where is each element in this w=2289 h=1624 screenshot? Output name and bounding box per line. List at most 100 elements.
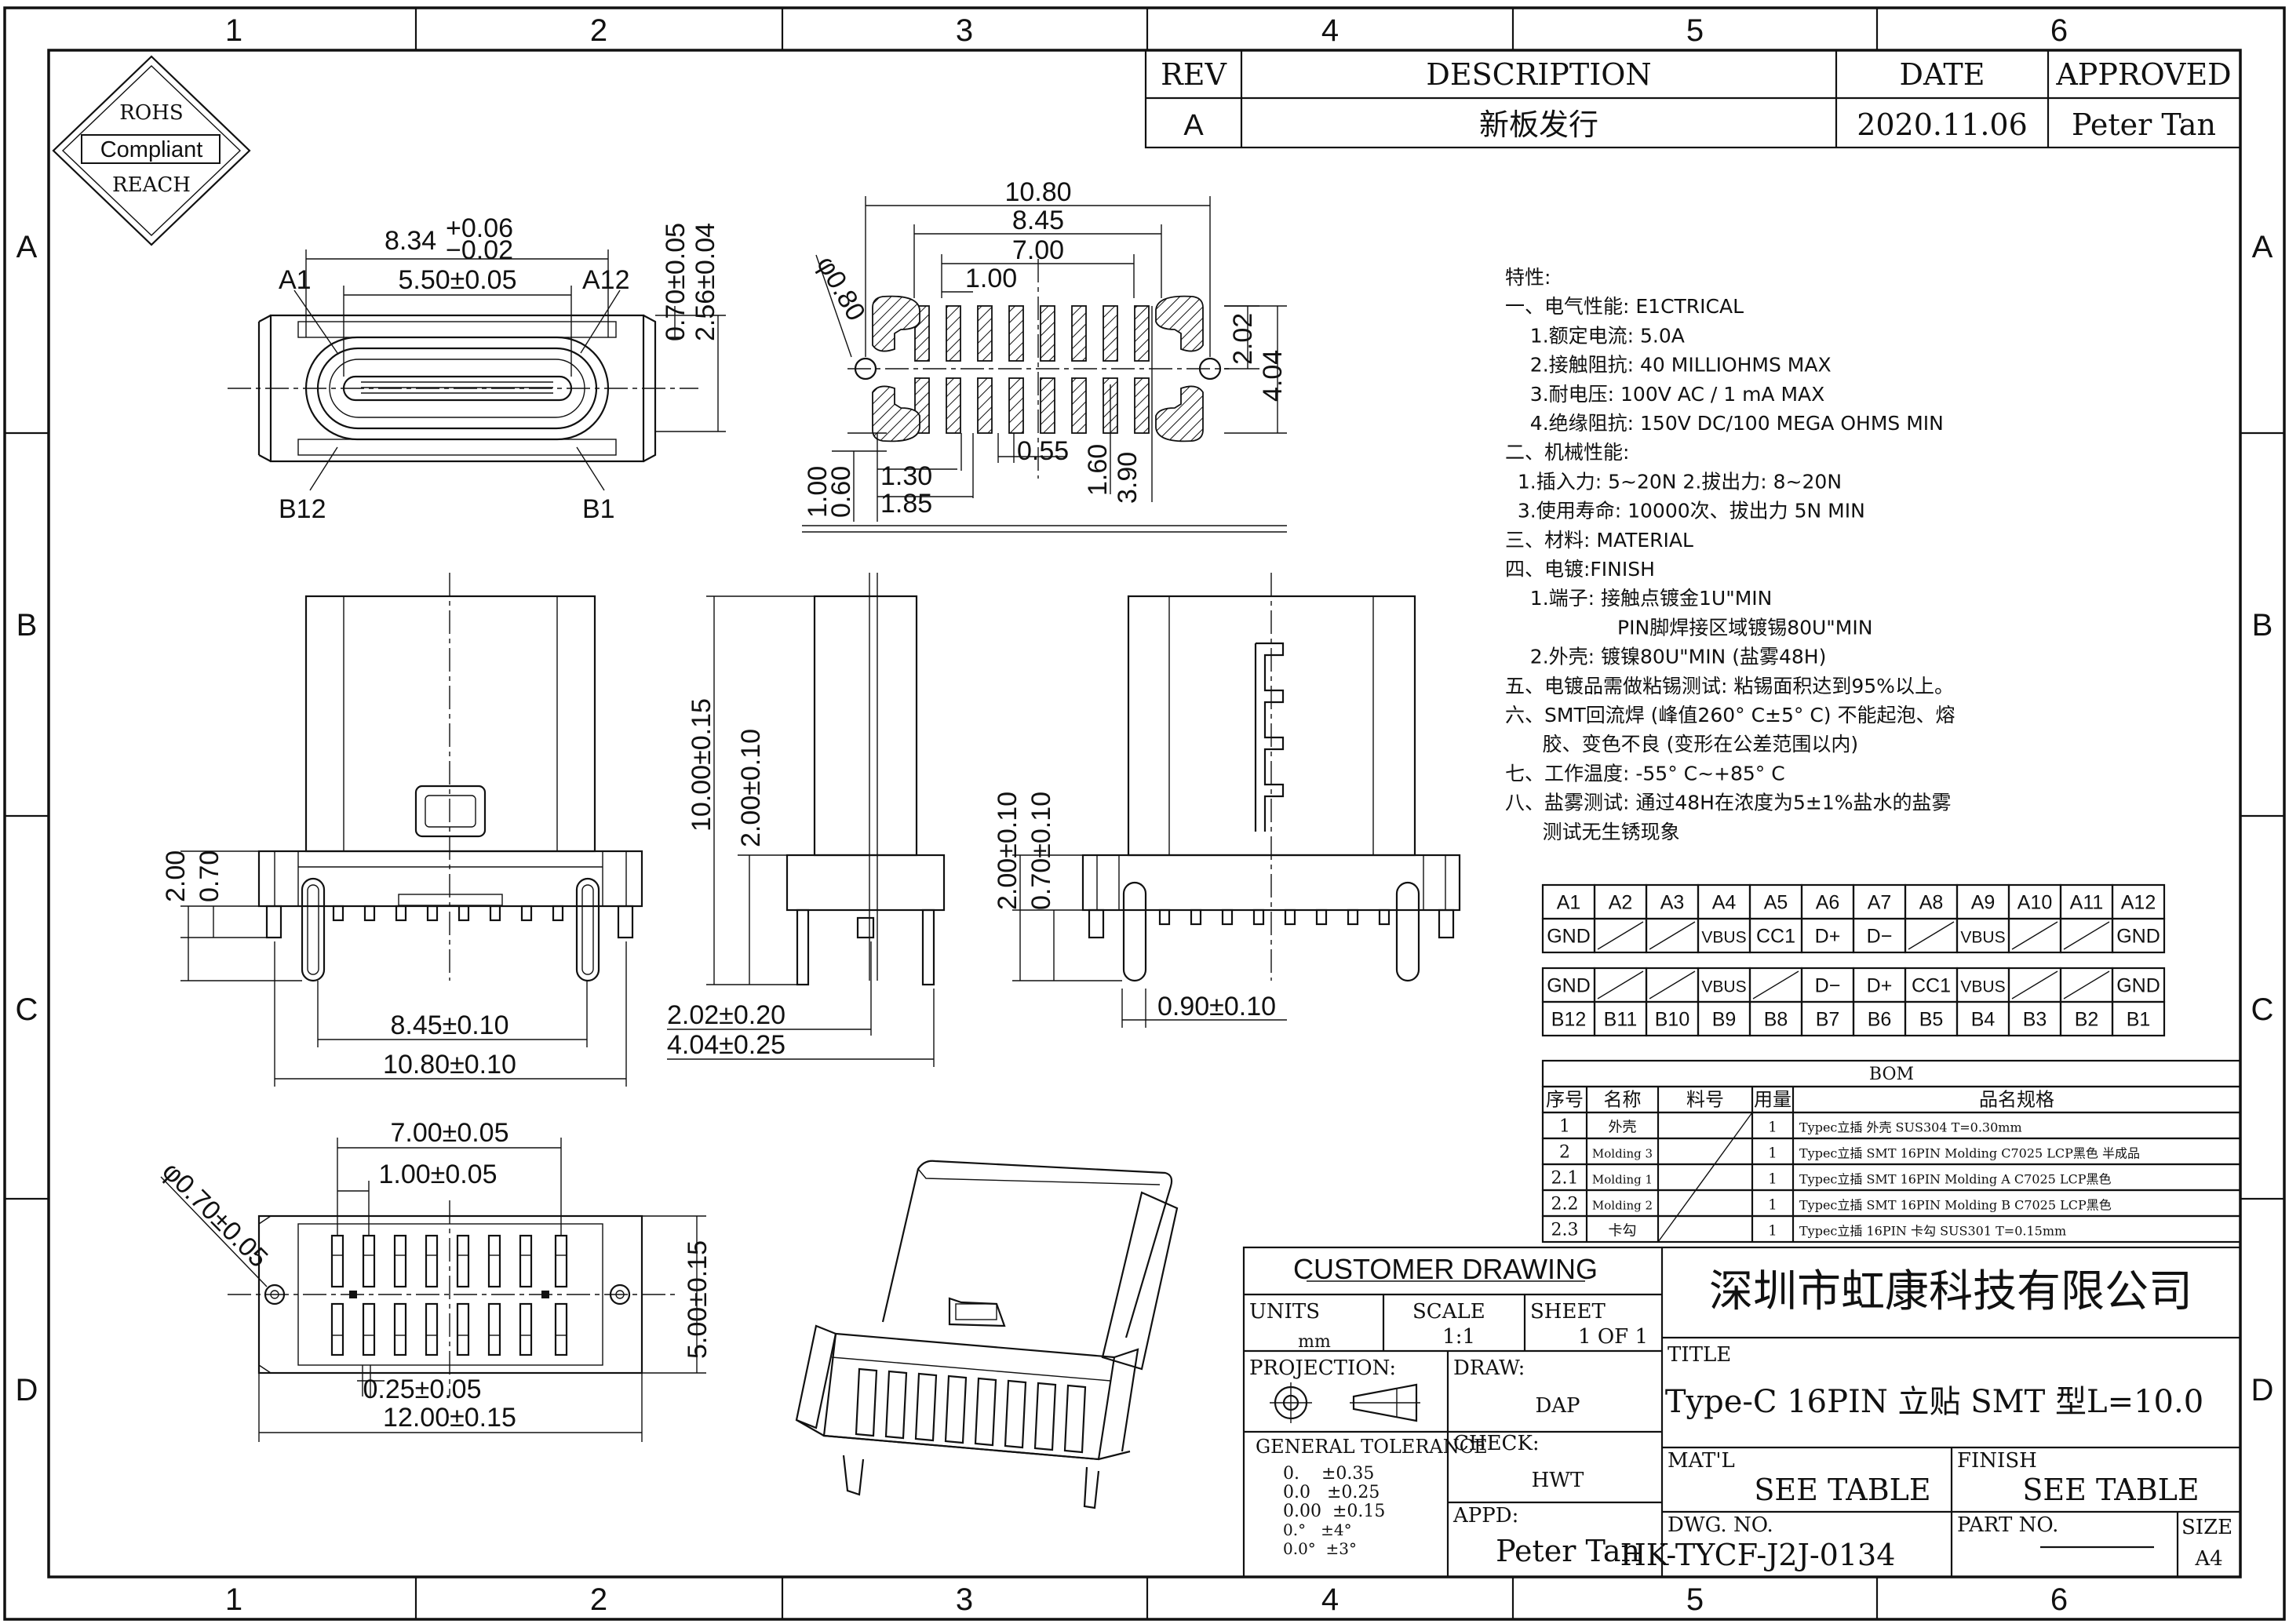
pin-table-value: B10: [1655, 1009, 1689, 1031]
side-view: 10.00±0.15 2.00±0.10 2.02±0.20 4.04±0.25: [667, 573, 946, 1067]
pin-table-value: B7: [1816, 1009, 1840, 1031]
tolerance-line: 0.00 ±0.15: [1283, 1502, 1385, 1521]
bottom-pin-upper: [554, 1234, 568, 1288]
bom-header-cell: 序号: [1546, 1089, 1584, 1111]
isometric-pins: [855, 1367, 1087, 1454]
fp-dim-1-00: 1.00: [965, 264, 1017, 293]
bom-cell: Molding 1: [1592, 1173, 1653, 1187]
front-view-pins: [332, 905, 564, 922]
pin-table-value: A4: [1712, 892, 1737, 914]
bottom-dim-5-00: 5.00±0.15: [683, 1240, 713, 1359]
column-label-top-4: 4: [1321, 13, 1339, 48]
size-value: A4: [2194, 1547, 2222, 1571]
rear-section-view: 2.00±0.10 0.70±0.10 0.90±0.10: [993, 573, 1461, 1028]
footprint-pads: [872, 295, 1204, 442]
footprint-pad-bottom: [1071, 377, 1087, 434]
row-label-left-b: B: [16, 608, 38, 643]
front-dim-10-80: 10.80±0.10: [383, 1050, 516, 1080]
fp-dim-0-55: 0.55: [1017, 436, 1069, 466]
pin-table-value: CC1: [1912, 975, 1951, 997]
part-no-label: PART NO.: [1957, 1513, 2058, 1537]
bom-empty-slash: [1657, 1112, 1753, 1243]
spec-line: 胶、变色不良 (变形在公差范围以内): [1505, 733, 1858, 756]
column-label-top-1: 1: [225, 13, 242, 48]
rev-header: REV: [1161, 57, 1227, 92]
spec-line: 八、盐雾测试: 通过48H在浓度为5±1%盐水的盐雾: [1505, 792, 1952, 814]
spec-line: 3.使用寿命: 10000次、拔出力 5N MIN: [1505, 500, 1865, 523]
bom-cell: Molding 2: [1592, 1199, 1653, 1213]
footprint-pad-top: [1103, 305, 1118, 362]
finish-value: SEE TABLE: [2022, 1473, 2199, 1507]
fp-dim-10-80: 10.80: [1004, 177, 1071, 207]
terminal-pin: [395, 905, 407, 922]
reach-text: REACH: [112, 173, 191, 197]
units-value: mm: [1298, 1332, 1331, 1352]
bom-cell: 1: [1768, 1145, 1777, 1162]
appd-value: Peter Tan: [1496, 1534, 1640, 1568]
tolerance-list: 0. ±0.350.0 ±0.250.00 ±0.150.° ±4°0.0° ±…: [1283, 1464, 1385, 1558]
pin-label-b1: B1: [582, 494, 615, 524]
bottom-pin-upper: [425, 1234, 439, 1288]
pin-table-value: B9: [1712, 1009, 1737, 1031]
scale-value: 1:1: [1442, 1325, 1475, 1349]
pin-table-value: B5: [1919, 1009, 1944, 1031]
appd-label: APPD:: [1452, 1504, 1518, 1528]
side-dim-2-00: 2.00±0.10: [736, 729, 766, 847]
pin-table-value: VBUS: [1701, 929, 1746, 947]
spec-line: 五、电镀品需做粘锡测试: 粘锡面积达到95%以上。: [1505, 675, 1954, 697]
pin-table-value: B2: [2075, 1009, 2099, 1031]
pin-table-empty-slash: [2011, 970, 2058, 1000]
date-header: DATE: [1900, 57, 1985, 92]
rear-dim-2-00: 2.00±0.10: [993, 792, 1022, 910]
bom-cell: 1: [1559, 1117, 1570, 1137]
bottom-dim-1-00: 1.00±0.05: [378, 1160, 497, 1189]
pin-table-value: A11: [2070, 892, 2104, 914]
pin-label-a1: A1: [279, 265, 312, 295]
terminal-pin: [489, 905, 501, 922]
row-label-right-d: D: [2251, 1373, 2274, 1407]
spec-line: PIN脚焊接区域镀锡80U"MIN: [1505, 616, 1872, 639]
column-label-top-6: 6: [2050, 13, 2068, 48]
fp-dim-4-04: 4.04: [1258, 350, 1288, 402]
fp-dim-1-00-vertical: 1.00: [803, 466, 833, 518]
pin-table-value: A6: [1816, 892, 1840, 914]
terminal-pin: [1158, 908, 1171, 926]
fp-dim-8-45: 8.45: [1012, 206, 1064, 235]
bom-row: [1541, 1214, 2242, 1243]
pin-table-value: GND: [2116, 975, 2160, 997]
iso-pin: [1004, 1379, 1027, 1449]
pin-table-value: B3: [2023, 1009, 2047, 1031]
spec-line: 1.额定电流: 5.0A: [1505, 324, 1685, 347]
column-label-bottom-3: 3: [956, 1582, 973, 1617]
footprint-pad-top: [1071, 305, 1087, 362]
pin-table-value: A7: [1868, 892, 1892, 914]
side-dim-2-02: 2.02±0.20: [667, 1000, 785, 1030]
terminal-pin: [1221, 908, 1234, 926]
finish-label: FINISH: [1957, 1449, 2037, 1473]
pin-table-empty-slash: [1649, 921, 1696, 950]
pin-table-empty-slash: [2063, 970, 2110, 1000]
pin-label-b12: B12: [279, 494, 326, 524]
title-block: CUSTOMER DRAWING 深圳市虹康科技有限公司 UNITS mm SC…: [1242, 1246, 2242, 1578]
check-label: CHECK:: [1453, 1432, 1540, 1455]
tolerance-line: 0.0° ±3°: [1283, 1539, 1357, 1558]
fp-dim-3-90: 3.90: [1113, 452, 1143, 504]
footprint-pad-bottom: [977, 377, 993, 434]
column-label-top-2: 2: [590, 13, 607, 48]
projection-symbol-icon: [1270, 1382, 1420, 1423]
pin-label-a12: A12: [582, 265, 630, 295]
bom-cell: 卡勾: [1609, 1223, 1637, 1240]
footprint-shell-pad: [1155, 385, 1204, 442]
pin-table-value: A1: [1557, 892, 1581, 914]
pin-table-value: B4: [1971, 1009, 1996, 1031]
spec-line: 4.绝缘阻抗: 150V DC/100 MEGA OHMS MIN: [1505, 412, 1944, 435]
pin-table-value: VBUS: [1960, 978, 2005, 996]
pin-table-value: A5: [1764, 892, 1788, 914]
dim-8-34-tol-plus: +0.06: [446, 213, 513, 243]
footprint-pad-top: [1008, 305, 1024, 362]
front-dim-0-70: 0.70: [195, 850, 224, 902]
bottom-pin-upper: [362, 1234, 376, 1288]
terminal-pin: [426, 905, 439, 922]
matl-label: MAT'L: [1668, 1449, 1735, 1473]
